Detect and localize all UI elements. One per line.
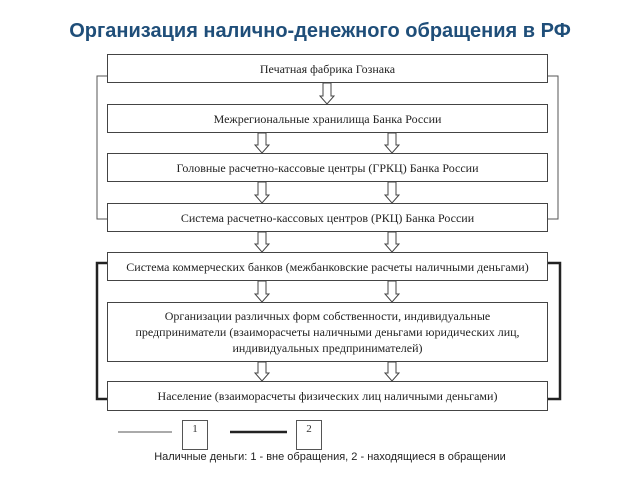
arrow-3-4-left	[253, 181, 271, 204]
arrow-1-2	[318, 82, 336, 105]
arrow-4-5-left	[253, 231, 271, 253]
arrow-2-3-left	[253, 132, 271, 154]
arrow-3-4-right	[383, 181, 401, 204]
page-title: Организация налично-денежного обращения …	[69, 20, 571, 42]
box-population: Население (взаиморасчеты физических лиц …	[107, 381, 548, 411]
box-interregional-storage: Межрегиональные хранилища Банка России	[107, 104, 548, 133]
bracket-out-of-circulation-right	[548, 75, 559, 220]
box-organizations: Организации различных форм собственности…	[107, 302, 548, 362]
bracket-in-circulation-right	[548, 261, 562, 401]
arrow-4-5-right	[383, 231, 401, 253]
box-grkc: Головные расчетно-кассовые центры (ГРКЦ)…	[107, 153, 548, 182]
legend-caption: Наличные деньги: 1 - вне обращения, 2 - …	[154, 451, 506, 463]
arrow-6-7-right	[383, 361, 401, 382]
arrow-2-3-right	[383, 132, 401, 154]
arrow-6-7-left	[253, 361, 271, 382]
box-goznak: Печатная фабрика Гознака	[107, 54, 548, 83]
bracket-out-of-circulation	[96, 75, 107, 220]
legend-item-2: 2	[296, 420, 322, 450]
arrow-5-6-right	[383, 280, 401, 303]
arrow-5-6-left	[253, 280, 271, 303]
box-rkc: Система расчетно-кассовых центров (РКЦ) …	[107, 203, 548, 232]
box-commercial-banks: Система коммерческих банков (межбанковск…	[107, 252, 548, 281]
bracket-in-circulation	[95, 261, 107, 401]
legend-item-1: 1	[182, 420, 208, 450]
